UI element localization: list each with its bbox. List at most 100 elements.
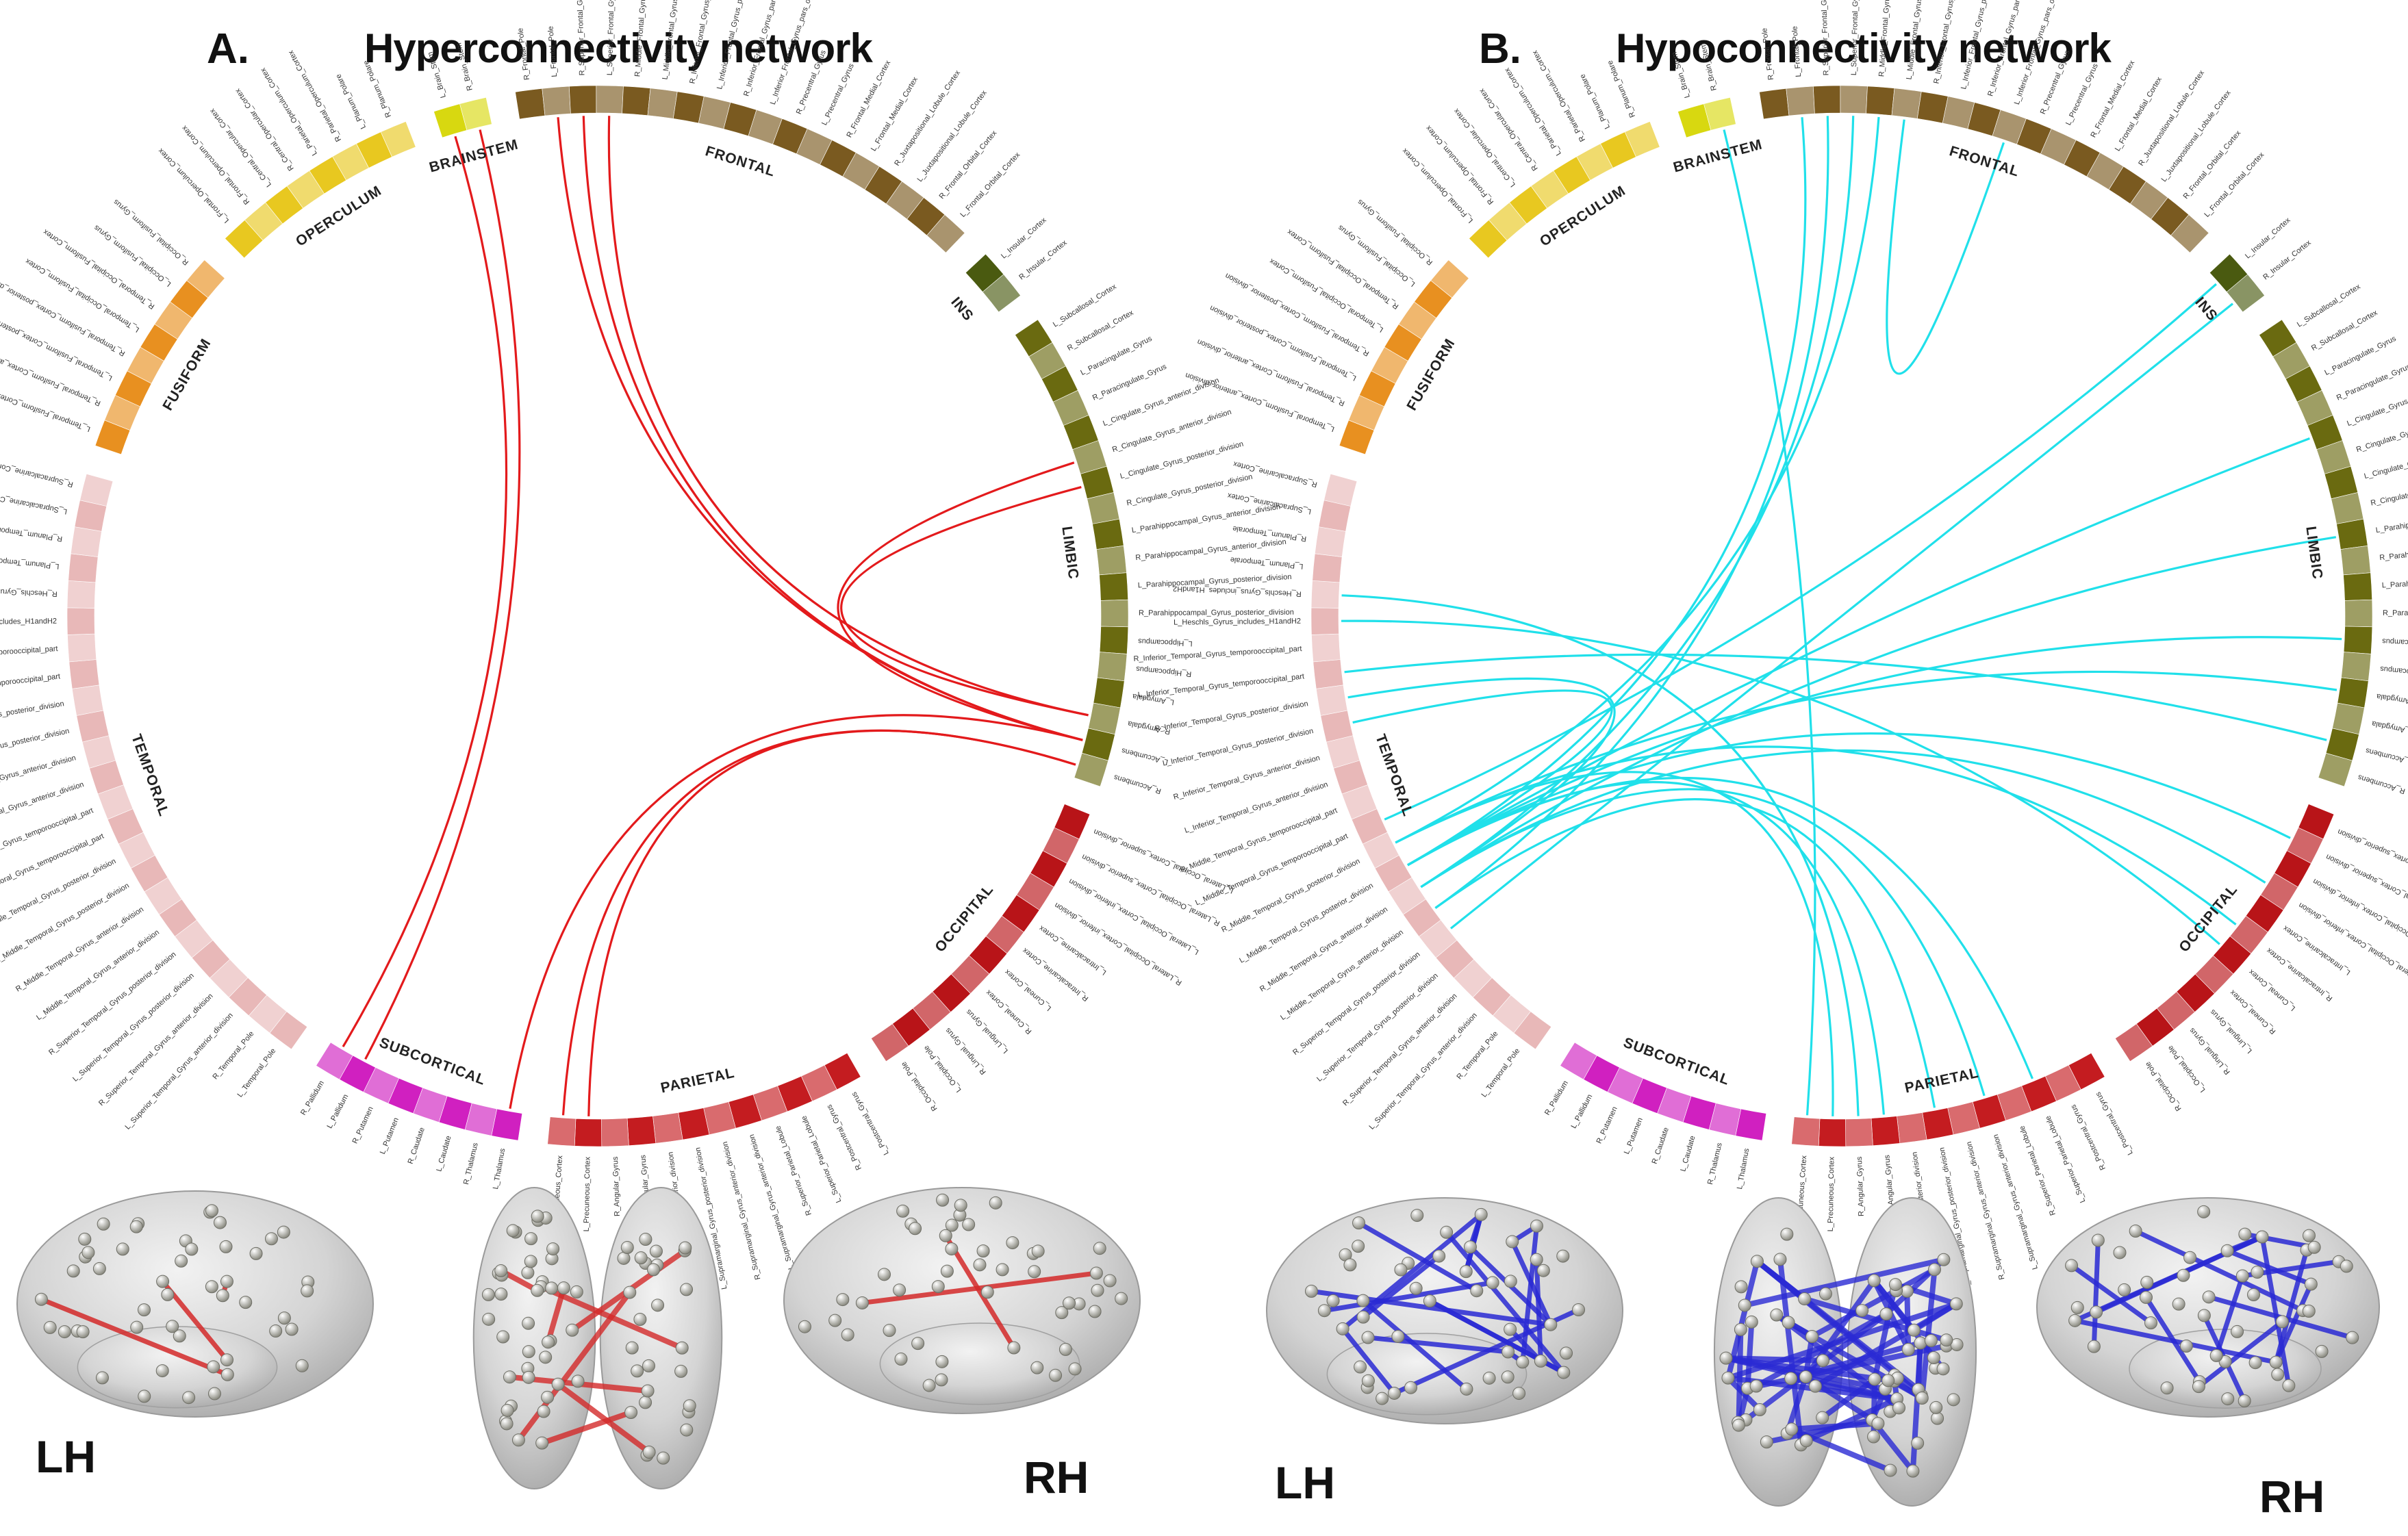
- region-label: L_Planum_Polare: [334, 73, 368, 130]
- brain-node: [2302, 1229, 2316, 1242]
- region-segment: [870, 1023, 909, 1062]
- brain-node: [2197, 1309, 2211, 1322]
- brain-node: [1055, 1306, 1069, 1320]
- brain-node: [95, 1371, 109, 1385]
- region-label: R_Caudate: [1651, 1127, 1671, 1166]
- region-segment: [1313, 659, 1344, 689]
- region-segment: [1786, 86, 1815, 116]
- brain-node: [494, 1264, 508, 1277]
- region-label: L_Accumbens: [2364, 746, 2408, 766]
- brain-connection: [2091, 1238, 2101, 1349]
- region-label: R_Precentral_Gyrus: [795, 49, 828, 115]
- region-label: L_Postcentral_Gyrus: [850, 1090, 890, 1157]
- brain-node: [2220, 1244, 2234, 1257]
- brain-node: [546, 1242, 560, 1256]
- brain-node: [2271, 1368, 2285, 1381]
- region-label: L_Frontal_Operculum_Cortex: [1401, 146, 1475, 225]
- region-label: R_Angular_Gyrus: [611, 1156, 622, 1216]
- brain-node: [213, 1216, 227, 1229]
- brain-node: [1093, 1242, 1106, 1255]
- brain-node: [909, 1222, 922, 1236]
- region-segment: [1099, 626, 1129, 654]
- region-label: R_Hippocampus: [1135, 665, 1192, 678]
- dorsal-view: [1713, 1197, 1977, 1507]
- brain-node: [657, 1451, 670, 1465]
- brain-node: [249, 1246, 263, 1260]
- region-label: L_Precuneous_Cortex: [1827, 1156, 1836, 1231]
- brain-node: [2307, 1240, 2321, 1254]
- brain-node: [973, 1258, 987, 1272]
- region-segment: [1845, 1118, 1873, 1147]
- brain-node: [1304, 1284, 1318, 1298]
- region-label: R_Paracingulate_Gyrus: [2335, 362, 2408, 402]
- brain-connection: [1819, 1376, 1878, 1421]
- right-hemisphere-view: [2036, 1197, 2380, 1418]
- brain-node: [945, 1218, 959, 1232]
- dorsal-view: [472, 1187, 723, 1489]
- brain-node: [679, 1241, 692, 1255]
- brain-node: [521, 1266, 535, 1279]
- brain-node: [2221, 1392, 2235, 1406]
- connection-link: [364, 129, 521, 1060]
- region-label: L_Amygdala: [2376, 692, 2408, 706]
- brain-connection: [1745, 1319, 1755, 1392]
- brain-node: [1512, 1387, 1526, 1400]
- brain-node: [522, 1345, 535, 1359]
- region-segment: [66, 580, 96, 609]
- brain-connection: [1356, 1220, 1480, 1294]
- brain-node: [81, 1246, 95, 1259]
- region-label: R_Postcentral_Gyrus: [825, 1103, 863, 1171]
- brain-node: [935, 1373, 948, 1387]
- brain-node: [2139, 1290, 2153, 1304]
- region-segment: [515, 88, 546, 120]
- region-segment: [1922, 1108, 1954, 1140]
- brain-node: [1745, 1315, 1758, 1329]
- brain-node: [922, 1379, 936, 1392]
- brain-node: [531, 1209, 544, 1223]
- brain-node: [1924, 1334, 1938, 1348]
- brain-node: [2172, 1297, 2185, 1311]
- brain-node: [931, 1280, 945, 1294]
- region-label: L_Superior_Frontal_Gyrus: [606, 0, 616, 75]
- connection-link: [1723, 129, 1816, 1116]
- connection-link: [1407, 781, 1885, 1115]
- brain-node: [633, 1312, 647, 1326]
- region-label: L_Caudate: [435, 1135, 453, 1173]
- brain-node: [836, 1293, 850, 1307]
- region-segment: [1560, 1042, 1597, 1080]
- group-label: INS: [948, 294, 976, 324]
- brain-node: [1049, 1368, 1063, 1382]
- brain-node: [129, 1220, 143, 1233]
- brain-node: [1516, 1355, 1530, 1369]
- region-label: L_Pallidum: [326, 1093, 351, 1130]
- region-label: R_Temporal_Pole: [1455, 1029, 1499, 1081]
- hypoconnectivity-brain-views: [1266, 1197, 2380, 1507]
- brain-node: [2247, 1288, 2261, 1302]
- region-segment: [1791, 1116, 1821, 1147]
- brain-node: [269, 1324, 283, 1338]
- region-label: L_Cuneal_Cortex: [2247, 967, 2297, 1012]
- region-label: L_Insular_Cortex: [2244, 216, 2292, 260]
- brain-node: [1504, 1275, 1517, 1288]
- region-label: L_Middle_Frontal_Gyrus: [1905, 0, 1923, 80]
- brain-node: [2179, 1340, 2193, 1353]
- brain-connection: [1321, 1280, 1495, 1314]
- connection-link: [1384, 283, 2217, 821]
- brain-connection: [1723, 1355, 1897, 1384]
- region-label: L_Caudate: [1679, 1135, 1697, 1173]
- brain-node: [675, 1341, 689, 1355]
- brain-node: [1732, 1418, 1745, 1432]
- region-label: R_Putamen: [351, 1105, 375, 1145]
- brain-node: [1088, 1305, 1102, 1318]
- brain-node: [1914, 1336, 1927, 1350]
- brain-node: [482, 1312, 496, 1326]
- region-label: L_Temporal_Pole: [236, 1047, 278, 1099]
- region-label: R_Middle_Temporal_Gyrus_temporooccipital…: [1179, 806, 1338, 874]
- brain-node: [639, 1233, 652, 1246]
- brain-node: [481, 1288, 495, 1301]
- region-label: R_Juxtapositional_Lobule_Cortex: [2137, 68, 2206, 167]
- brain-node: [506, 1224, 520, 1238]
- region-segment: [1624, 121, 1660, 157]
- region-label: R_Brain_Stem: [455, 42, 474, 91]
